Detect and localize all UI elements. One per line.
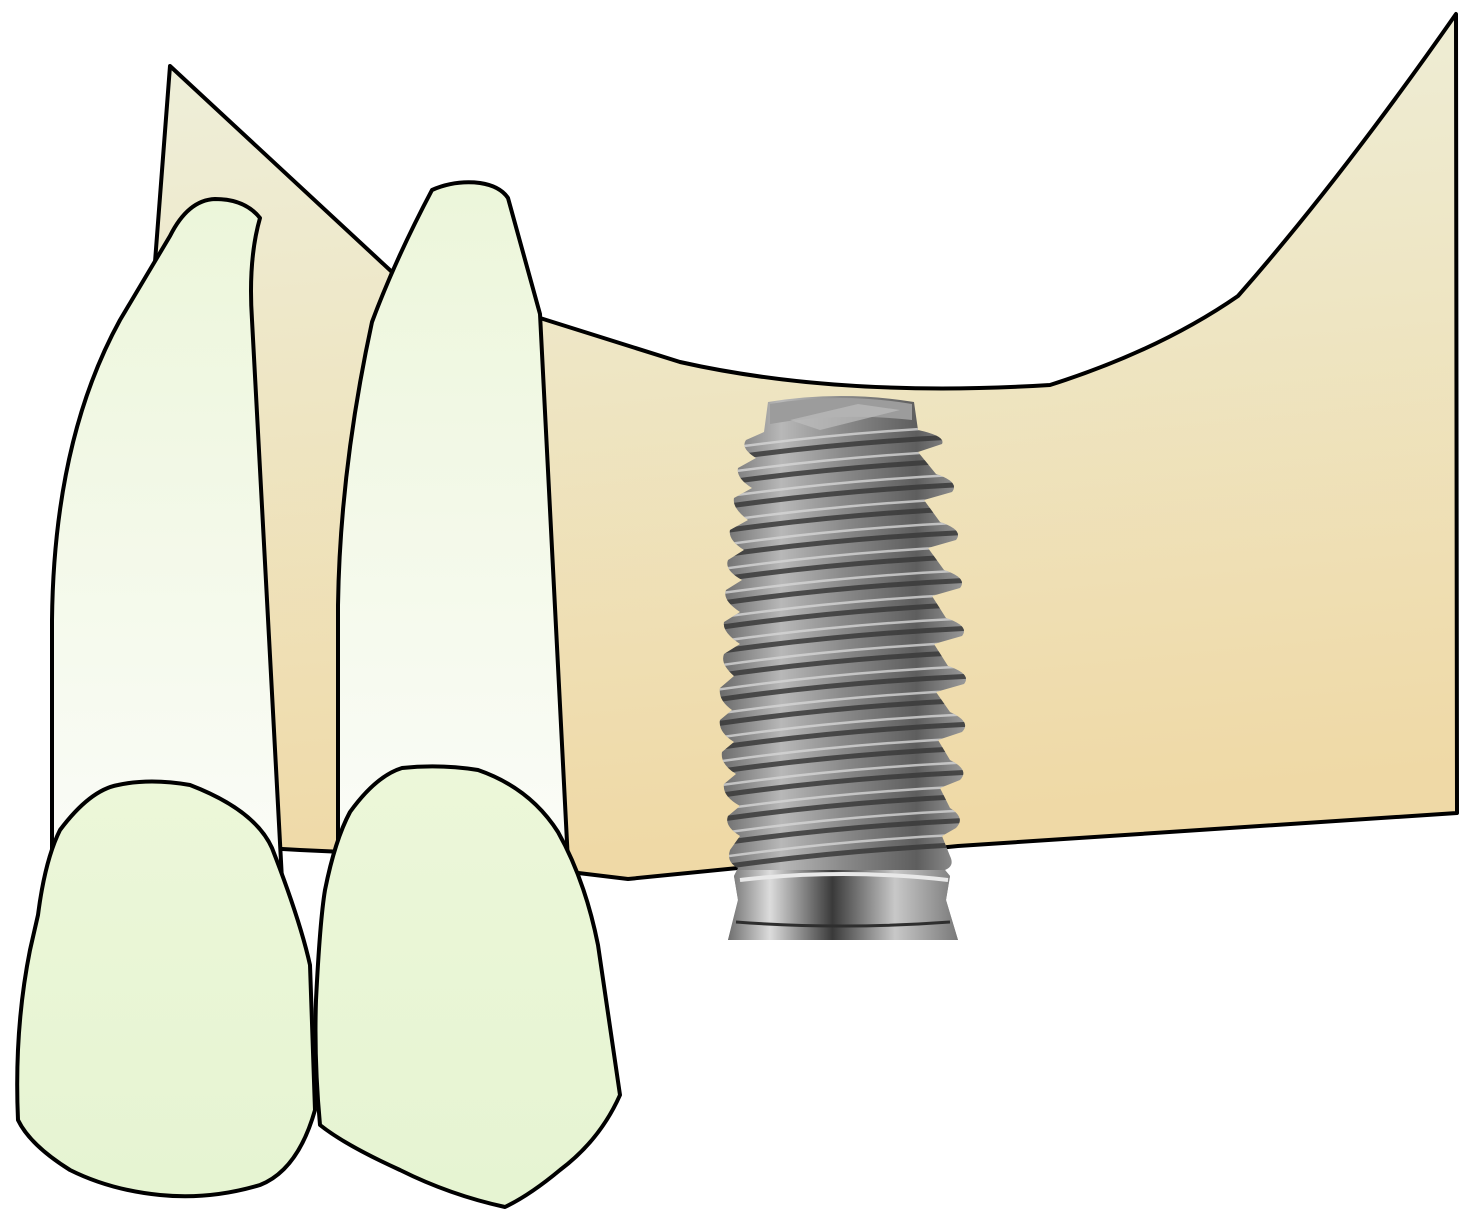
tooth-1-root bbox=[52, 199, 282, 880]
tooth-1-crown bbox=[17, 782, 315, 1197]
implant-collar bbox=[720, 870, 970, 942]
dental-implant bbox=[715, 396, 975, 942]
